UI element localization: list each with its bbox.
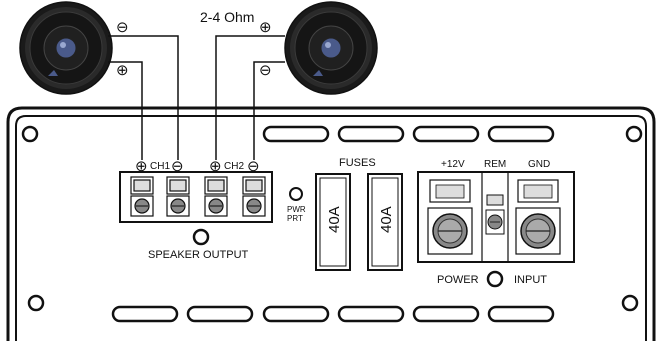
fuse-2-rating: 40A (378, 206, 395, 233)
mounting-hole (21, 125, 39, 143)
vent-slot (412, 125, 480, 143)
terminal-12v (427, 179, 473, 255)
vent-slot (111, 305, 179, 323)
impedance-label: 2-4 Ohm (200, 9, 254, 25)
speaker-output-led (192, 228, 210, 246)
fuses-title: FUSES (339, 157, 376, 169)
vent-slot (262, 125, 330, 143)
fuse-1-rating: 40A (326, 206, 343, 233)
power-led (486, 270, 504, 288)
top-vent-slots (262, 125, 555, 143)
input-label: INPUT (514, 274, 547, 286)
right-speaker-plus-terminal: ⊕ (259, 19, 272, 36)
mounting-holes (21, 125, 643, 312)
right-speaker-minus-terminal: ⊖ (259, 62, 272, 79)
mounting-hole (625, 125, 643, 143)
speaker-output-label: SPEAKER OUTPUT (148, 249, 249, 261)
vent-slot (487, 305, 555, 323)
fuse-1: 40A (315, 173, 351, 271)
speaker-terminal-posts (130, 176, 266, 217)
terminal-gnd (515, 179, 561, 255)
speaker-wires (108, 35, 285, 160)
terminal-label-rem: REM (484, 159, 506, 170)
ch2-plus-symbol: ⊕ (209, 158, 222, 175)
wire-ch1-plus (108, 61, 143, 160)
vent-slot (337, 305, 405, 323)
ch2-label: CH2 (224, 161, 244, 172)
terminal-rem (485, 194, 505, 235)
ch1-minus-symbol: ⊖ (171, 158, 184, 175)
mounting-hole (621, 294, 639, 312)
ch1-plus-symbol: ⊕ (135, 158, 148, 175)
terminal-post-ch1-plus (130, 176, 154, 217)
pwr-prt-led (289, 187, 303, 201)
terminal-post-ch1-minus (166, 176, 190, 217)
vent-slot (487, 125, 555, 143)
vent-slot (412, 305, 480, 323)
mounting-hole (27, 294, 45, 312)
vent-slot (262, 305, 330, 323)
terminal-label-gnd: GND (528, 159, 550, 170)
speaker-left (19, 1, 113, 95)
wire-ch2-plus (215, 35, 285, 160)
wire-ch1-minus (108, 35, 179, 160)
vent-slot (186, 305, 254, 323)
wire-ch2-minus (253, 61, 285, 160)
ch1-label: CH1 (150, 161, 170, 172)
ch2-minus-symbol: ⊖ (247, 158, 260, 175)
terminal-label-12v: +12V (441, 159, 465, 170)
power-label: POWER (437, 274, 479, 286)
fuse-2: 40A (367, 173, 403, 271)
power-input-block: +12V REM GND (417, 159, 575, 288)
vent-slot (337, 125, 405, 143)
terminal-post-ch2-minus (242, 176, 266, 217)
left-speaker-minus-terminal: ⊖ (116, 19, 129, 36)
power-protection-indicator: PWR PRT (287, 187, 306, 223)
terminal-post-ch2-plus (204, 176, 228, 217)
fuses-block: FUSES 40A 40A (315, 157, 403, 271)
bottom-vent-slots (111, 305, 555, 323)
prt-label: PRT (287, 214, 303, 223)
speaker-right (284, 1, 378, 95)
pwr-label: PWR (287, 205, 306, 214)
speaker-output-block: ⊕ CH1 ⊖ ⊕ CH2 ⊖ (119, 158, 273, 261)
left-speaker-plus-terminal: ⊕ (116, 62, 129, 79)
